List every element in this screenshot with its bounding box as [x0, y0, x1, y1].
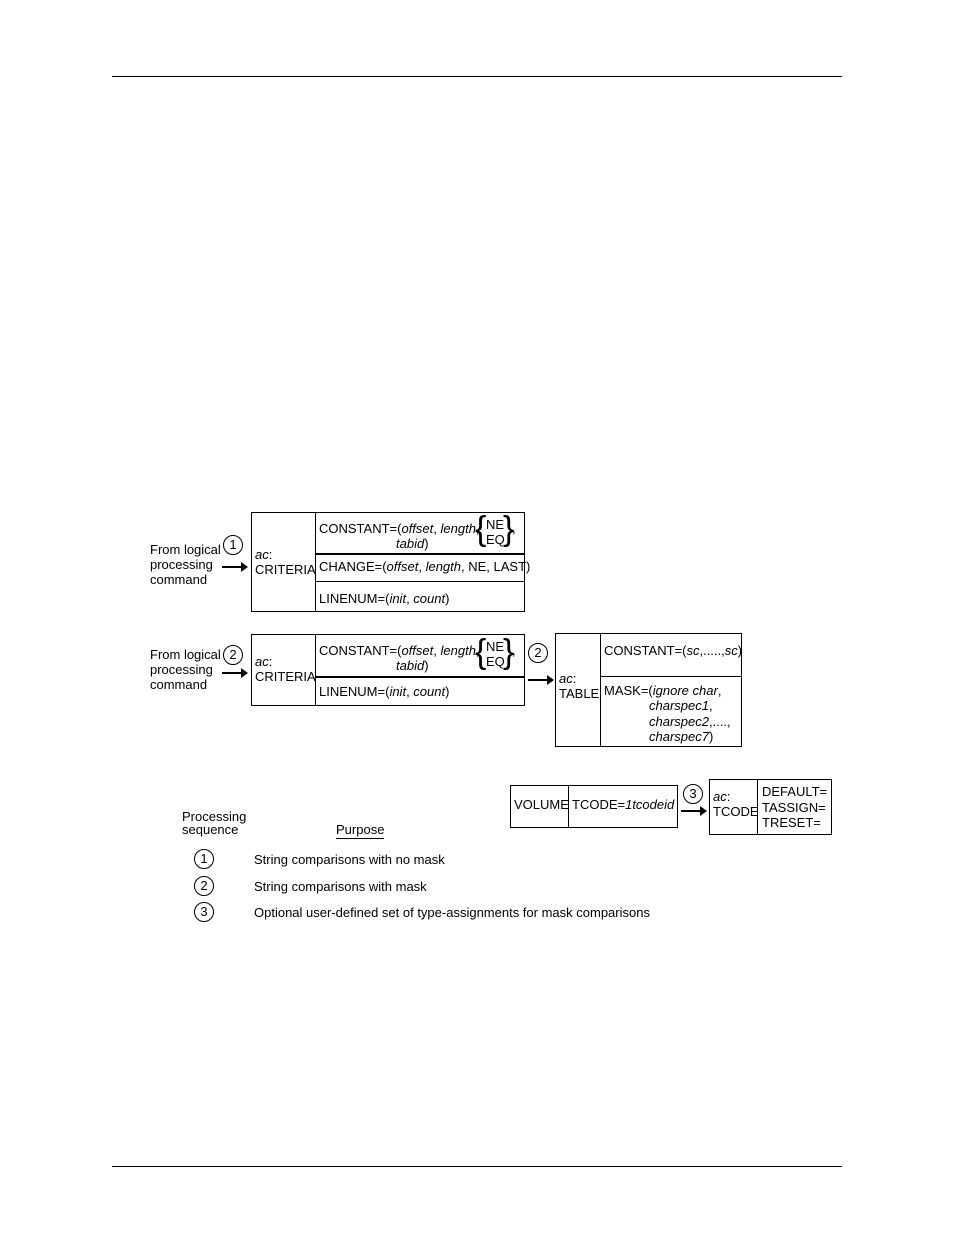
- table-mask-charspec7: charspec7): [649, 729, 714, 744]
- legend-marker-3: 3: [194, 902, 214, 922]
- header-rule: [112, 76, 842, 77]
- flow1-from-line2: processing: [150, 557, 213, 572]
- tcode-treset: TRESET=: [762, 815, 821, 830]
- flow1-constant-param: CONSTANT=(offset, length,: [319, 521, 480, 536]
- flow2-eq: EQ: [486, 654, 505, 669]
- flow2-constant-param: CONSTANT=(offset, length,: [319, 643, 480, 658]
- flow2-comma: ,: [512, 643, 516, 658]
- flow2-right-brace: }: [503, 633, 515, 671]
- flow2-criteria-block: [251, 634, 525, 706]
- flow2-table-arrow: [528, 675, 554, 685]
- flow1-right-brace: }: [503, 510, 515, 548]
- table-block: [555, 633, 742, 747]
- flow1-criteria-label: CRITERIA: [255, 562, 316, 577]
- tcode-param: TCODE=1tcodeid: [572, 797, 675, 812]
- flow1-from-line3: command: [150, 572, 208, 587]
- flow2-from-line2: processing: [150, 662, 213, 677]
- volume-block: [510, 785, 678, 828]
- table-mask-charspec1: charspec1,: [649, 698, 713, 713]
- flow1-ne: NE: [486, 517, 505, 532]
- flow1-constant-tabid: tabid): [396, 536, 429, 551]
- flow1-left-brace: {: [475, 510, 487, 548]
- sequence-2-marker: 2: [223, 645, 243, 665]
- flow2-ac-label: ac:: [255, 654, 273, 669]
- legend-heading-seq-2: sequence: [182, 822, 239, 837]
- flow1-ac-label: ac:: [255, 547, 273, 562]
- flow2-ne: NE: [486, 639, 505, 654]
- sequence-3-marker: 3: [683, 784, 703, 804]
- tcode-name-label: TCODE: [713, 804, 759, 819]
- legend-text-1: String comparisons with no mask: [254, 852, 445, 867]
- flow1-comma: ,: [512, 521, 516, 536]
- flow1-arrow: [222, 562, 248, 572]
- table-mask-param: MASK=(ignore char,: [604, 683, 722, 698]
- flow1-change-param: CHANGE=(offset, length, NE, LAST): [319, 559, 531, 574]
- footer-rule: [112, 1166, 842, 1167]
- flow3-arrow: [681, 806, 707, 816]
- flow2-from-line1: From logical: [150, 647, 221, 662]
- flow2-criteria-label: CRITERIA: [255, 669, 316, 684]
- sequence-2-table-marker: 2: [528, 643, 548, 663]
- flow1-eq: EQ: [486, 532, 505, 547]
- tcode-tassign: TASSIGN=: [762, 800, 826, 815]
- legend-text-3: Optional user-defined set of type-assign…: [254, 905, 650, 920]
- legend-text-2: String comparisons with mask: [254, 879, 427, 894]
- flow1-criteria-block: [251, 512, 525, 612]
- table-mask-charspec2: charspec2,....,: [649, 714, 731, 729]
- flow1-from-line1: From logical: [150, 542, 221, 557]
- sequence-1-marker: 1: [223, 535, 243, 555]
- legend-heading-purpose: Purpose: [336, 822, 385, 839]
- flow2-constant-tabid: tabid): [396, 658, 429, 673]
- legend-marker-1: 1: [194, 849, 214, 869]
- legend-marker-2: 2: [194, 876, 214, 896]
- legend-heading-seq-1: Processing: [182, 809, 247, 824]
- table-ac-label: ac:: [559, 671, 577, 686]
- flow1-linenum-param: LINENUM=(init, count): [319, 591, 450, 606]
- tcode-ac-label: ac:: [713, 789, 731, 804]
- tcode-default: DEFAULT=: [762, 784, 828, 799]
- flow2-from-line3: command: [150, 677, 208, 692]
- volume-label: VOLUME: [514, 797, 569, 812]
- tcode-block: [709, 779, 832, 835]
- table-name-label: TABLE: [559, 686, 600, 701]
- flow2-arrow: [222, 668, 248, 678]
- flow2-linenum-param: LINENUM=(init, count): [319, 684, 450, 699]
- flow2-left-brace: {: [475, 633, 487, 671]
- table-constant-param: CONSTANT=(sc,.....,sc): [604, 643, 743, 658]
